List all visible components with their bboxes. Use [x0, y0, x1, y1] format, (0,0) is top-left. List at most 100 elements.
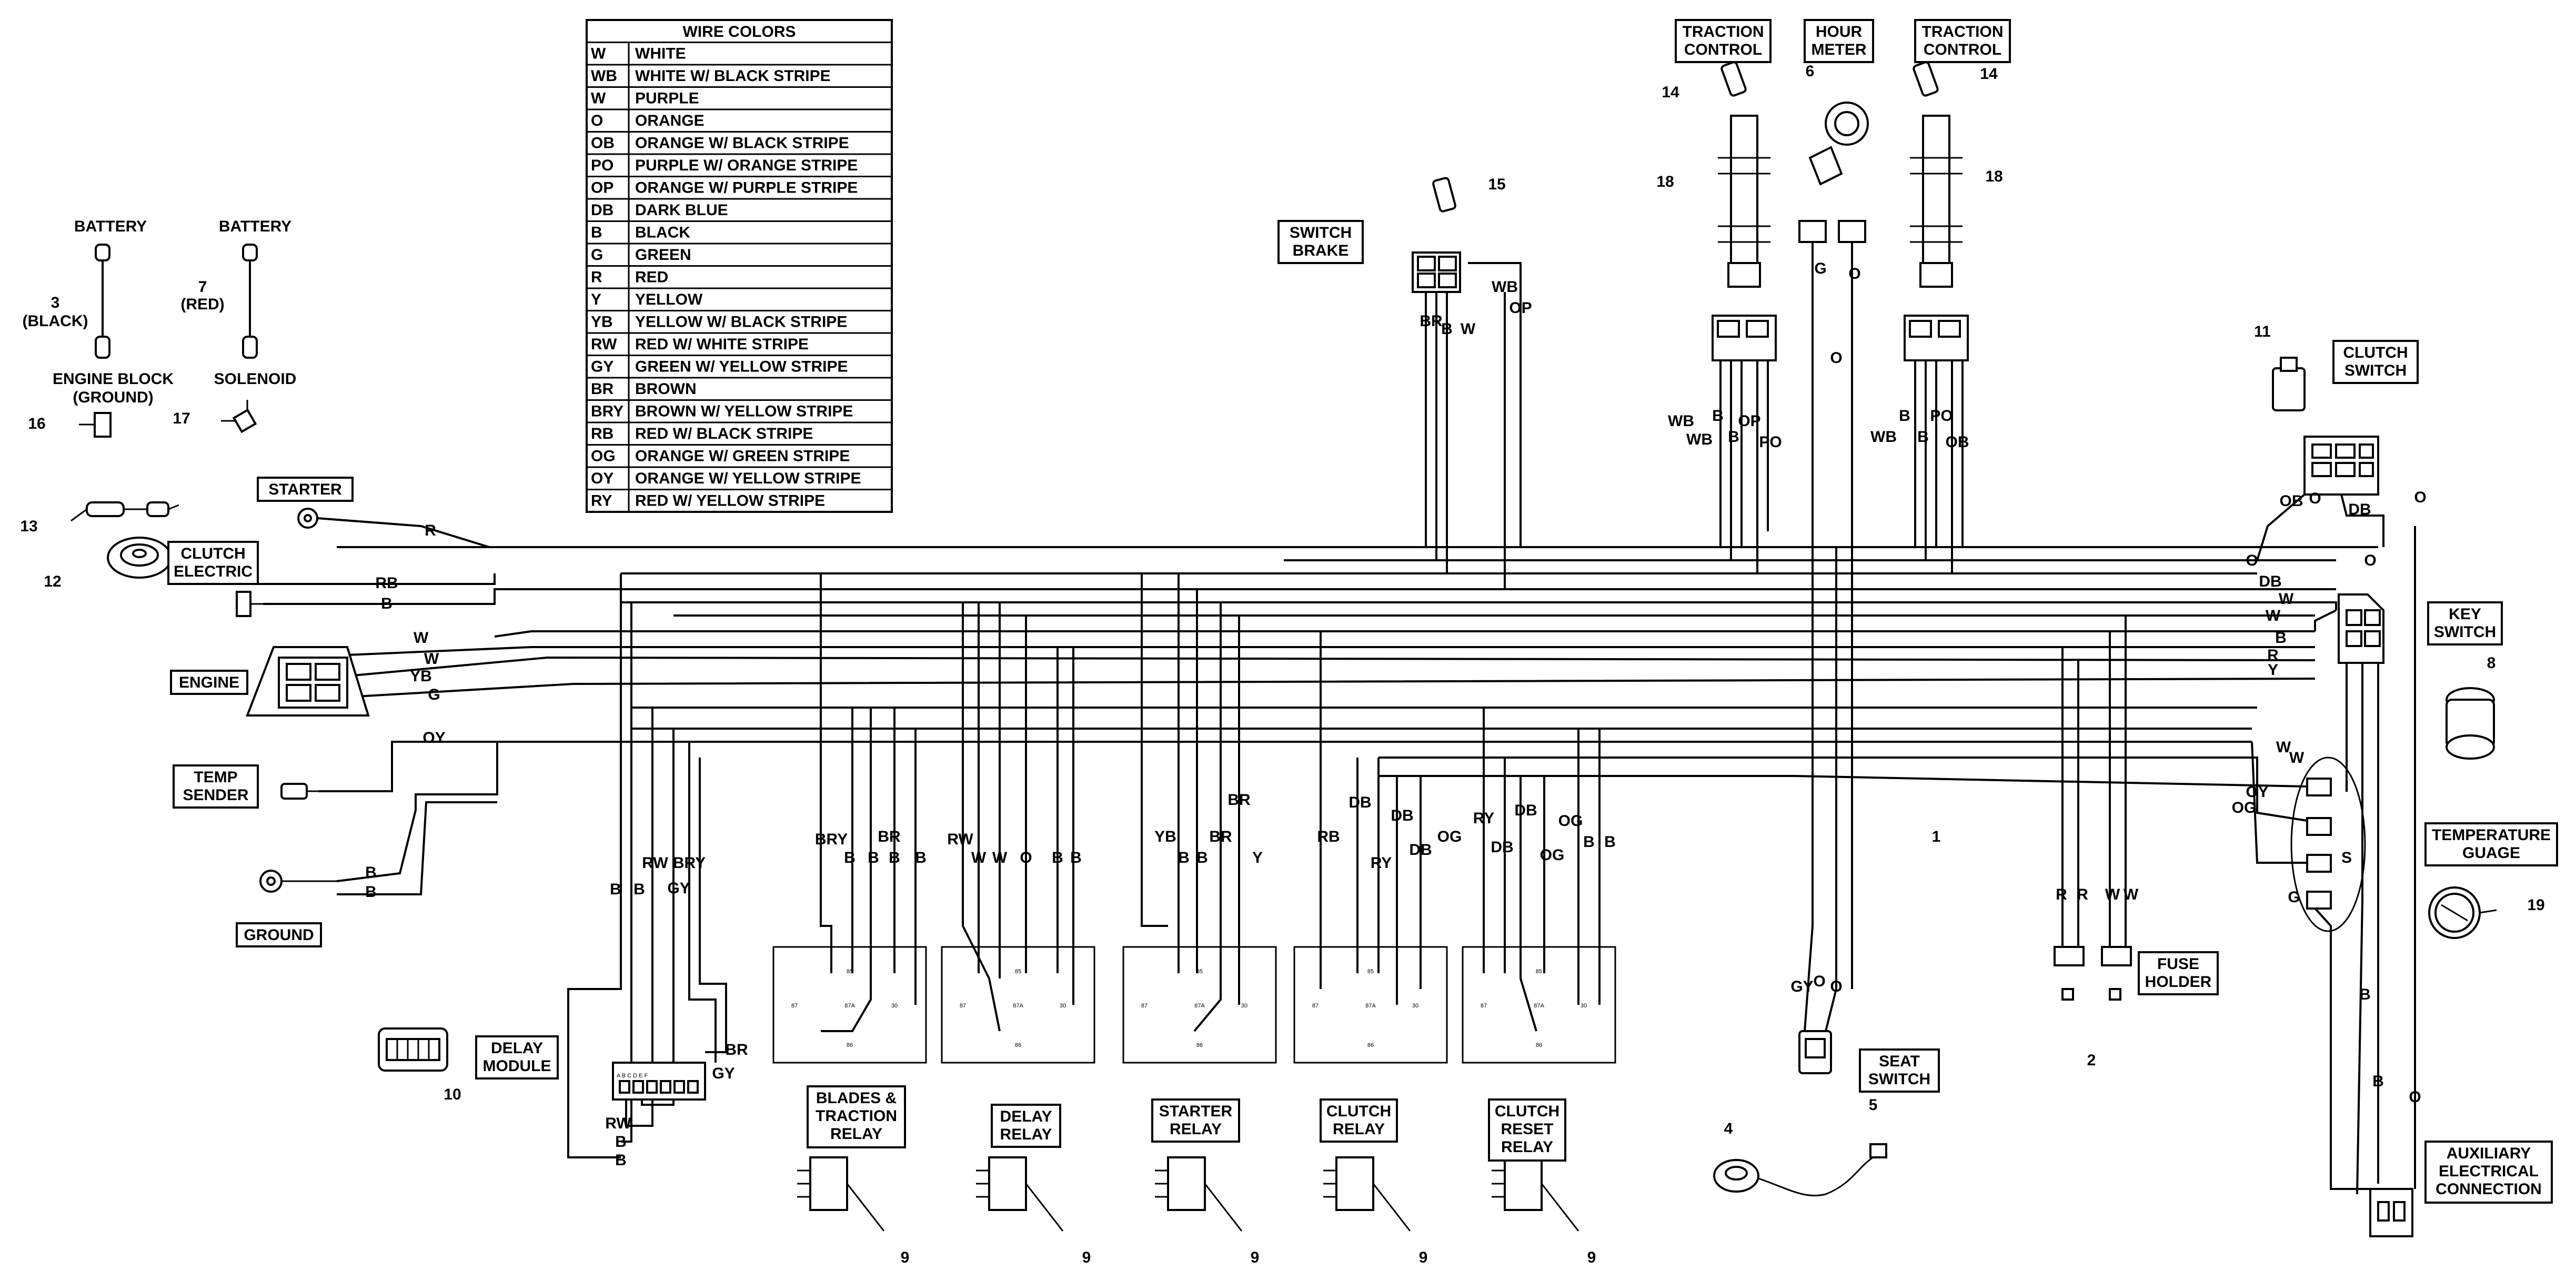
component-labels: STARTERCLUTCHELECTRICENGINETEMPSENDERGRO… [20, 19, 2558, 1266]
wire-color-label: B [1917, 428, 1929, 446]
part-number: 8 [2487, 654, 2496, 672]
pin-87a: 87A [1013, 1003, 1023, 1009]
relay-delay-label-box [991, 1104, 1061, 1148]
pin-87a: 87A [1194, 1003, 1205, 1009]
wire [1141, 573, 1168, 927]
legend-name: YELLOW W/ BLACK STRIPE [635, 314, 847, 331]
ground-label: GROUND [244, 926, 314, 944]
wire-color-label: B [615, 1133, 627, 1151]
legend-name: ORANGE W/ BLACK STRIPE [635, 135, 849, 152]
wire-color-label: BR [1209, 828, 1232, 845]
wire [336, 742, 498, 882]
wire-color-label: B [365, 883, 377, 901]
key-pin-g: G [2288, 889, 2300, 906]
wire-color-label: W [992, 849, 1008, 866]
wire [347, 646, 2315, 656]
legend-name: GREEN [635, 246, 691, 264]
fuse-holders [2054, 946, 2132, 1001]
legend-name: DARK BLUE [635, 201, 728, 219]
wire [263, 588, 2336, 605]
wire-color-label: G [1814, 260, 1826, 277]
relay-delay [941, 946, 1095, 1064]
relay-reset-label: CLUTCH [1495, 1103, 1559, 1120]
traction-right-label: CONTROL [1924, 41, 2001, 58]
legend-name: BROWN W/ YELLOW STRIPE [635, 403, 853, 420]
clutch-switch-label-box [2332, 340, 2419, 384]
traction-left-label-box [1675, 19, 1772, 63]
relay-delay-label: RELAY [1000, 1126, 1052, 1143]
part-number: 9 [901, 1249, 910, 1266]
battery-black-cable [95, 244, 110, 359]
traction-control-left [1712, 61, 1777, 361]
part-number: 2 [2087, 1052, 2096, 1069]
wire-color-label: OY [422, 729, 445, 747]
pin-87: 87 [960, 1003, 966, 1009]
cable-number: 7 [198, 278, 207, 296]
legend-code: R [591, 269, 602, 286]
wire-color-label: DB [1391, 807, 1413, 824]
legend-code: RB [591, 425, 613, 442]
part-number: 9 [1082, 1249, 1091, 1266]
wire-color-label: WB [1668, 412, 1694, 430]
wire-color-label: W [2124, 886, 2139, 903]
wire-color-label: OB [1946, 433, 1969, 451]
wire [820, 573, 832, 973]
legend-name: WHITE [635, 45, 686, 63]
wire-color-label: O [2409, 1088, 2421, 1106]
wire-color-label: R [2267, 647, 2279, 664]
engine-label-box [170, 670, 248, 695]
wire-color-label: O [1813, 973, 1825, 990]
wire [1193, 602, 1222, 1032]
fuse-holder-label-box [2138, 951, 2219, 995]
wire [621, 601, 2337, 610]
wire [1378, 756, 2258, 789]
traction-control-right [1904, 61, 1969, 361]
wire-color-label: OY [2246, 783, 2268, 801]
wire [1804, 242, 1814, 1032]
part-number: 15 [1488, 176, 1505, 193]
legend-code: RY [591, 492, 612, 510]
engine-connector [246, 646, 370, 717]
pin-87a: 87A [1534, 1003, 1544, 1009]
wire-color-label: B [1196, 849, 1208, 866]
wire [317, 517, 490, 548]
legend-name: RED W/ YELLOW STRIPE [635, 492, 825, 510]
relay-clutch [1293, 946, 1448, 1064]
pin-86: 86 [1015, 1042, 1021, 1048]
wire-color-label: WB [1686, 431, 1713, 448]
wire [621, 602, 632, 1143]
wire-color-label: BR [725, 1041, 748, 1058]
cable-number: 3 [51, 294, 60, 311]
temperature-gauge [2428, 886, 2497, 939]
temp-gauge-label: GUAGE [2462, 844, 2520, 862]
pin-87: 87 [1141, 1003, 1148, 1009]
pin-30: 30 [1241, 1003, 1247, 1009]
relay-starter-label: RELAY [1170, 1121, 1222, 1138]
switch-brake-label: BRAKE [1293, 242, 1349, 259]
component-shapes [71, 61, 2497, 1237]
fuse-holder-label: FUSE [2157, 955, 2199, 973]
legend-code: RW [591, 336, 617, 353]
wire-color-label: B [1728, 428, 1739, 446]
battery-label: BATTERY [219, 218, 291, 235]
wire-color-label: W [2279, 590, 2294, 608]
connector-13 [71, 501, 179, 522]
delay-connector [612, 1062, 706, 1101]
wire-color-label: RW [947, 831, 973, 848]
legend-name: RED W/ WHITE STRIPE [635, 336, 809, 353]
delay-module [378, 1027, 448, 1072]
wire-color-label: Y [1252, 849, 1263, 866]
engine-block-terminal [79, 412, 112, 438]
legend-code: BR [591, 380, 614, 398]
wire-color-label: DB [1409, 841, 1432, 859]
relay-reset-label: RESET [1501, 1121, 1553, 1138]
wire [1961, 360, 2252, 548]
wire-color-label: DB [1514, 802, 1537, 819]
part-number: 9 [1251, 1249, 1260, 1266]
temp-gauge-label-box [2424, 822, 2558, 866]
legend-code: BRY [591, 403, 623, 420]
relay-clutch-reset [1462, 946, 1616, 1064]
